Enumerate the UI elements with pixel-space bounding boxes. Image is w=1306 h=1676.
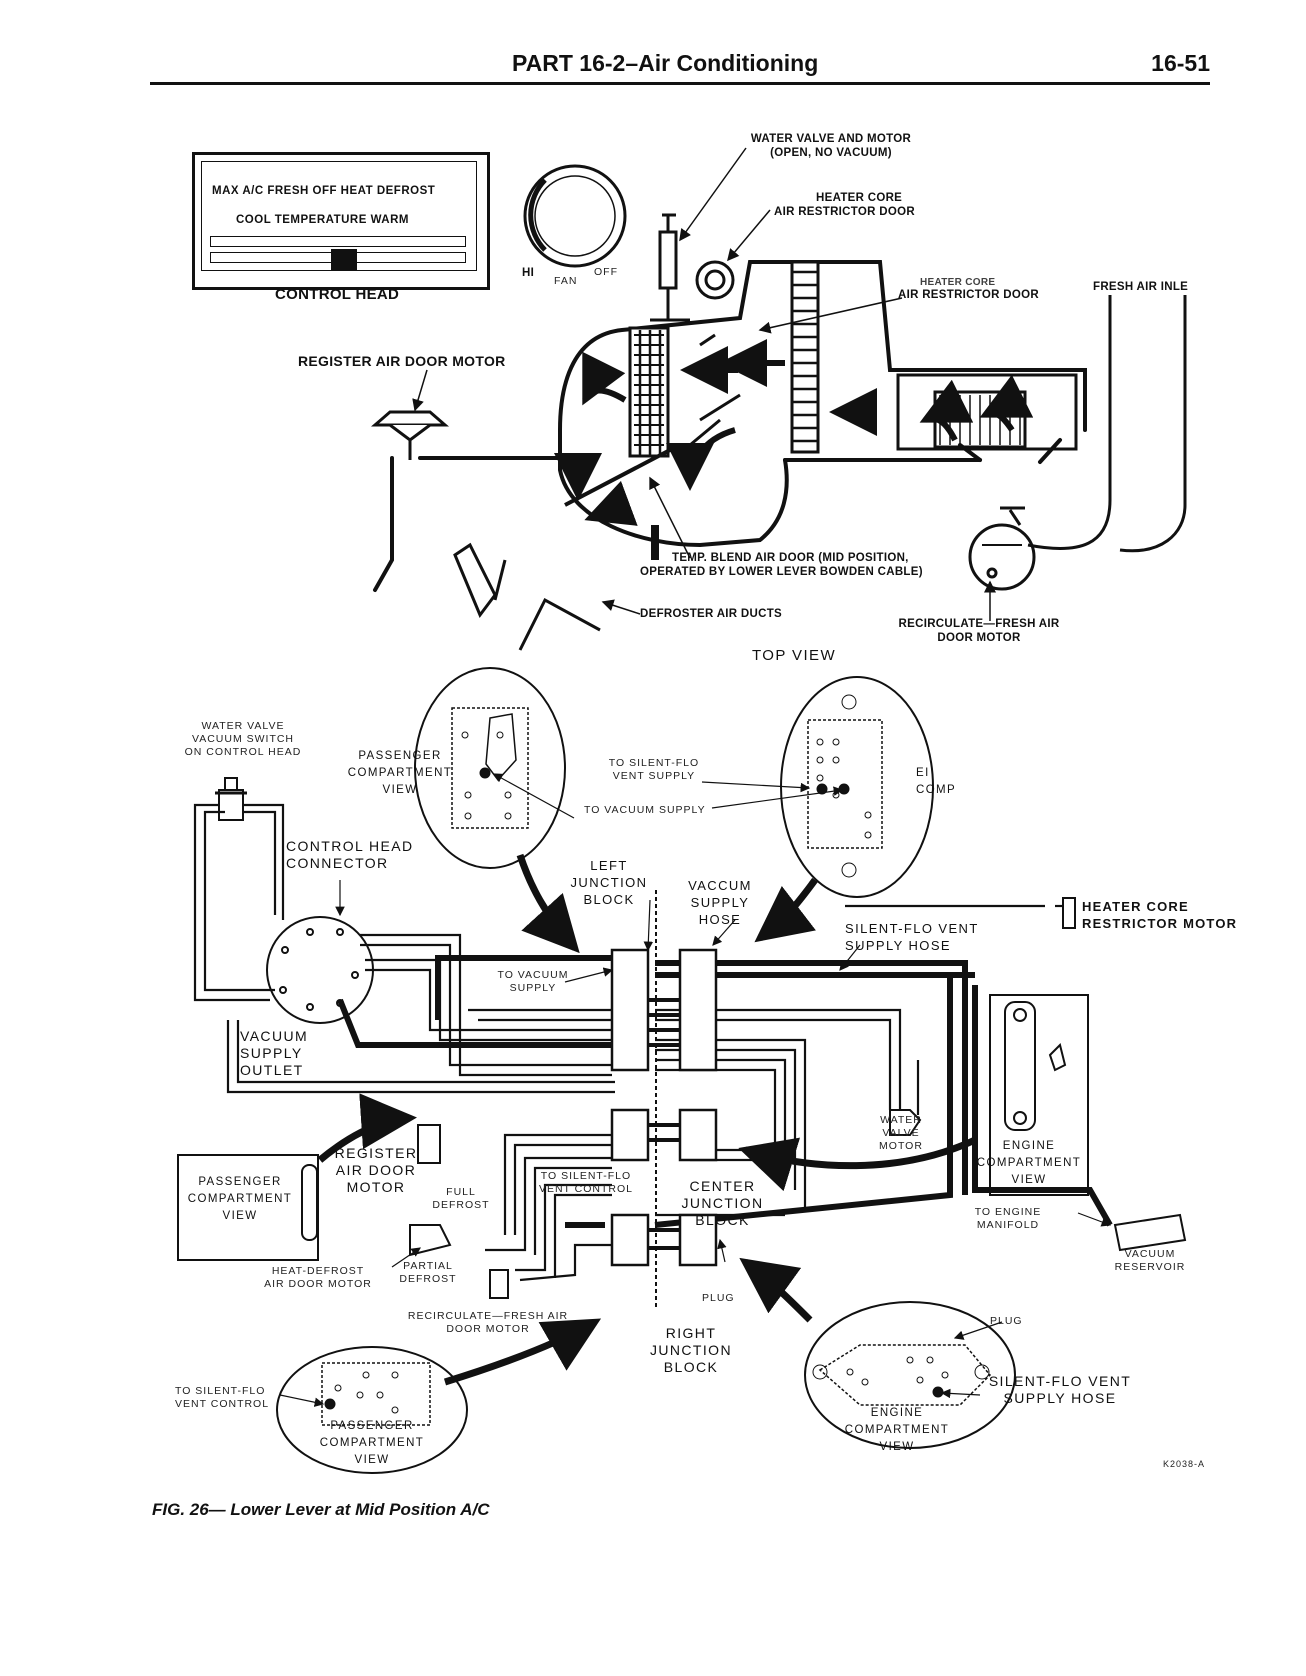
- label-heater-core-restrictor-1-line1: HEATER CORE: [816, 192, 903, 204]
- water-valve: [650, 213, 735, 322]
- label-right-junction-block: RIGHT JUNCTION BLOCK: [650, 1325, 732, 1375]
- label-plug-bottom: PLUG: [990, 1315, 1023, 1327]
- label-register-air-door-motor-vac: REGISTER AIR DOOR MOTOR: [334, 1145, 418, 1195]
- engine-view-oval-bottom: [804, 1301, 1016, 1449]
- label-fresh-air-inlet: FRESH AIR INLE: [1093, 281, 1189, 293]
- label-to-silent-flo-vent-control-mid: TO SILENT-FLO VENT CONTROL: [538, 1170, 634, 1195]
- label-water-valve-motor-line1: WATER VALVE AND MOTOR: [750, 133, 912, 145]
- label-recirc-fresh-air-door-motor-vac: RECIRCULATE—FRESH AIR DOOR MOTOR: [407, 1310, 569, 1335]
- label-fan: FAN: [554, 275, 578, 287]
- label-heater-core-restrictor-2-line1: HEATER CORE: [920, 277, 996, 288]
- control-head-temperature-labels: COOL TEMPERATURE WARM: [236, 214, 409, 226]
- vacuum-hoses-thin: [193, 803, 1065, 1282]
- passenger-view-oval-bottom: [276, 1346, 468, 1474]
- airflow-arrows: [554, 339, 1034, 526]
- label-water-valve-motor: WATER VALVE AND MOTOR (OPEN, NO VACUUM): [742, 132, 920, 160]
- vacuum-lines-top: [1027, 295, 1187, 553]
- label-center-junction-block: CENTER JUNCTION BLOCK: [681, 1178, 764, 1228]
- page-number: 16-51: [1151, 50, 1210, 76]
- label-engine-compartment-view-bottom: ENGINE COMPARTMENT VIEW: [844, 1407, 950, 1453]
- label-plug-mid: PLUG: [702, 1292, 735, 1304]
- label-defroster-air-ducts: DEFROSTER AIR DUCTS: [640, 608, 782, 620]
- label-water-valve-motor-vac: WATER VALVE MOTOR: [879, 1114, 923, 1152]
- label-recirc-fresh-door-motor-line2: DOOR MOTOR: [937, 632, 1021, 644]
- label-vacuum-supply-outlet: VACUUM SUPPLY OUTLET: [240, 1028, 309, 1078]
- label-to-silent-flo-vent-supply: TO SILENT-FLO VENT SUPPLY: [608, 757, 700, 782]
- control-head-upper-slot: [210, 236, 466, 247]
- label-to-vacuum-supply-mid: TO VACUUM SUPPLY: [497, 969, 569, 994]
- control-head-panel: MAX A/C FRESH OFF HEAT DEFROST COOL TEMP…: [192, 152, 490, 290]
- control-head-function-labels: MAX A/C FRESH OFF HEAT DEFROST: [212, 185, 436, 197]
- label-fan-off: OFF: [594, 266, 618, 278]
- label-control-head: CONTROL HEAD: [275, 286, 400, 303]
- label-recirc-fresh-door-motor-line1: RECIRCULATE—FRESH AIR: [898, 618, 1060, 630]
- label-fan-hi: HI: [522, 267, 535, 279]
- label-heater-core-restrictor-2-line2: AIR RESTRICTOR DOOR: [898, 289, 1039, 301]
- label-register-air-door-motor: REGISTER AIR DOOR MOTOR: [298, 353, 506, 369]
- label-water-valve-switch: WATER VALVE VACUUM SWITCH ON CONTROL HEA…: [184, 720, 302, 758]
- label-passenger-view-top: PASSENGER COMPARTMENT VIEW: [347, 750, 453, 796]
- label-control-head-connector: CONTROL HEAD CONNECTOR: [286, 838, 414, 871]
- label-vacuum-reservoir: VACUUM RESERVOIR: [1114, 1248, 1186, 1273]
- label-heat-defrost-air-door-motor: HEAT-DEFROST AIR DOOR MOTOR: [264, 1265, 372, 1290]
- label-vaccum-supply-hose: VACCUM SUPPLY HOSE: [688, 878, 752, 927]
- label-silent-flo-vent-supply-hose: SILENT-FLO VENT SUPPLY HOSE: [845, 921, 979, 953]
- label-engine-compartment-view-mid: ENGINE COMPARTMENT VIEW: [976, 1140, 1082, 1186]
- label-heater-core-restrictor-motor: HEATER CORE RESTRICTOR MOTOR: [1082, 899, 1238, 931]
- passenger-view-oval-top: [414, 667, 566, 869]
- label-left-junction-block: LEFT JUNCTION BLOCK: [570, 858, 648, 907]
- leader-lines-bottom: [279, 773, 1112, 1407]
- water-valve-switch: [215, 777, 247, 821]
- label-temp-blend-door-line2: OPERATED BY LOWER LEVER BOWDEN CABLE): [640, 566, 923, 578]
- label-full-defrost: FULL DEFROST: [432, 1186, 490, 1211]
- lower-lever-knob: [331, 249, 357, 271]
- register-motor-top: [370, 410, 450, 460]
- recirc-motor-top: [968, 506, 1036, 591]
- label-to-silent-flo-vent-control-bottom: TO SILENT-FLO VENT CONTROL: [175, 1385, 270, 1410]
- leader-lines-top: [412, 147, 996, 621]
- engine-view-oval-top: [780, 676, 934, 898]
- defrost-ducts: [453, 542, 601, 651]
- label-heater-core-restrictor-1: HEATER CORE AIR RESTRICTOR DOOR: [774, 191, 915, 219]
- label-passenger-compartment-view-bottom: PASSENGER COMPARTMENT VIEW: [319, 1420, 425, 1466]
- page-header: PART 16-2–Air Conditioning 16-51: [150, 48, 1210, 85]
- section-title: PART 16-2–Air Conditioning: [512, 50, 819, 76]
- label-to-engine-manifold: TO ENGINE MANIFOLD: [974, 1206, 1042, 1231]
- control-head-connector: [266, 916, 374, 1024]
- label-heater-core-restrictor-2: HEATER CORE AIR RESTRICTOR DOOR: [898, 278, 1039, 302]
- label-top-view: TOP VIEW: [752, 647, 836, 664]
- junction-blocks: [610, 948, 718, 1267]
- label-silent-flo-vent-supply-hose-bottom: SILENT-FLO VENT SUPPLY HOSE: [988, 1373, 1132, 1406]
- label-recirc-fresh-door-motor: RECIRCULATE—FRESH AIR DOOR MOTOR: [890, 617, 1068, 645]
- label-heater-core-restrictor-1-line2: AIR RESTRICTOR DOOR: [774, 206, 915, 218]
- label-engine-comp-partial: EI COMP: [916, 767, 957, 796]
- heater-core: [790, 260, 820, 454]
- label-passenger-compartment-view-left: PASSENGER COMPARTMENT VIEW: [187, 1176, 293, 1222]
- vacuum-hoses-thick: [337, 955, 1113, 1228]
- blend-door: [564, 333, 741, 560]
- label-water-valve-motor-line2: (OPEN, NO VACUUM): [770, 147, 892, 159]
- evaporator-core: [628, 326, 670, 458]
- label-figure-code: K2038-A: [1163, 1459, 1206, 1469]
- label-partial-defrost: PARTIAL DEFROST: [399, 1260, 457, 1285]
- label-temp-blend-door: TEMP. BLEND AIR DOOR (MID POSITION, OPER…: [640, 551, 923, 579]
- fan-knob: [523, 164, 627, 268]
- label-to-vacuum-supply-top: TO VACUUM SUPPLY: [584, 804, 706, 816]
- label-temp-blend-door-line1: TEMP. BLEND AIR DOOR (MID POSITION,: [672, 552, 909, 564]
- big-curved-arrows: [317, 853, 977, 1386]
- figure-caption: FIG. 26— Lower Lever at Mid Position A/C: [152, 1500, 490, 1519]
